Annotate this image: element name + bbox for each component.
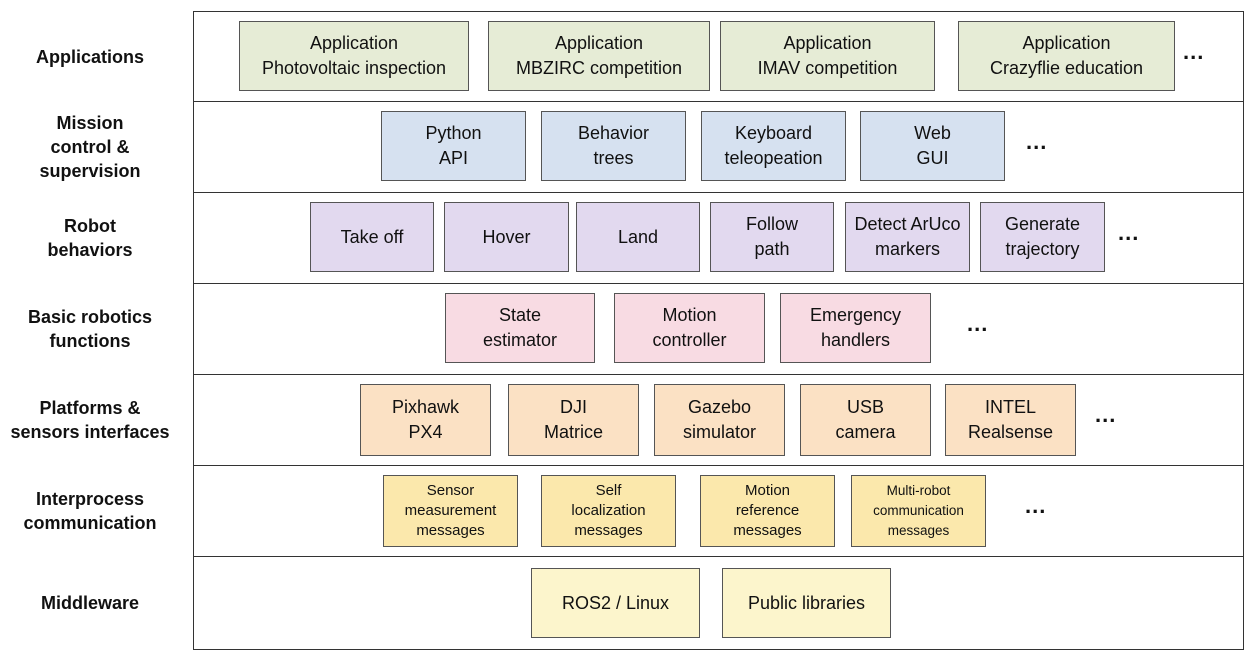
component-box: Python API [381,111,526,181]
more-ellipsis: ... [1025,493,1047,518]
component-box: Motion reference messages [700,475,835,547]
component-box: Pixhawk PX4 [360,384,491,456]
component-box: Web GUI [860,111,1005,181]
layer-band [193,556,1244,650]
more-ellipsis: ... [1095,402,1117,427]
layer-label: Middleware [40,593,140,613]
component-box: DJI Matrice [508,384,639,456]
component-box: USB camera [800,384,931,456]
component-box: Motion controller [614,293,765,363]
component-box: Follow path [710,202,834,272]
more-ellipsis: ... [967,311,989,336]
component-box: Gazebo simulator [654,384,785,456]
layer-label: Platforms & sensors interfaces [10,398,170,442]
component-box: Sensor measurement messages [383,475,518,547]
more-ellipsis: ... [1118,220,1140,245]
component-box: Detect ArUco markers [845,202,970,272]
component-box: Emergency handlers [780,293,931,363]
component-box: Application IMAV competition [720,21,935,91]
component-box: Multi-robot communication messages [851,475,986,547]
component-box: Keyboard teleopeation [701,111,846,181]
layer-label: Basic robotics functions [27,307,153,351]
component-box: Application Photovoltaic inspection [239,21,469,91]
layer-label: Applications [35,46,144,67]
component-box: ROS2 / Linux [531,568,700,638]
component-box: Public libraries [722,568,891,638]
component-box: Take off [310,202,434,272]
component-box: Behavior trees [541,111,686,181]
component-box: Self localization messages [541,475,676,547]
more-ellipsis: ... [1026,129,1048,154]
layer-label: Robot behaviors [47,216,133,260]
component-box: Application Crazyflie education [958,21,1175,91]
layer-label: Mission control & supervision [39,113,141,181]
component-box: Land [576,202,700,272]
more-ellipsis: ... [1183,38,1205,64]
component-box: Application MBZIRC competition [488,21,710,91]
layer-label: Interprocess communication [23,489,157,533]
component-box: Generate trajectory [980,202,1105,272]
component-box: INTEL Realsense [945,384,1076,456]
component-box: State estimator [445,293,595,363]
component-box: Hover [444,202,569,272]
